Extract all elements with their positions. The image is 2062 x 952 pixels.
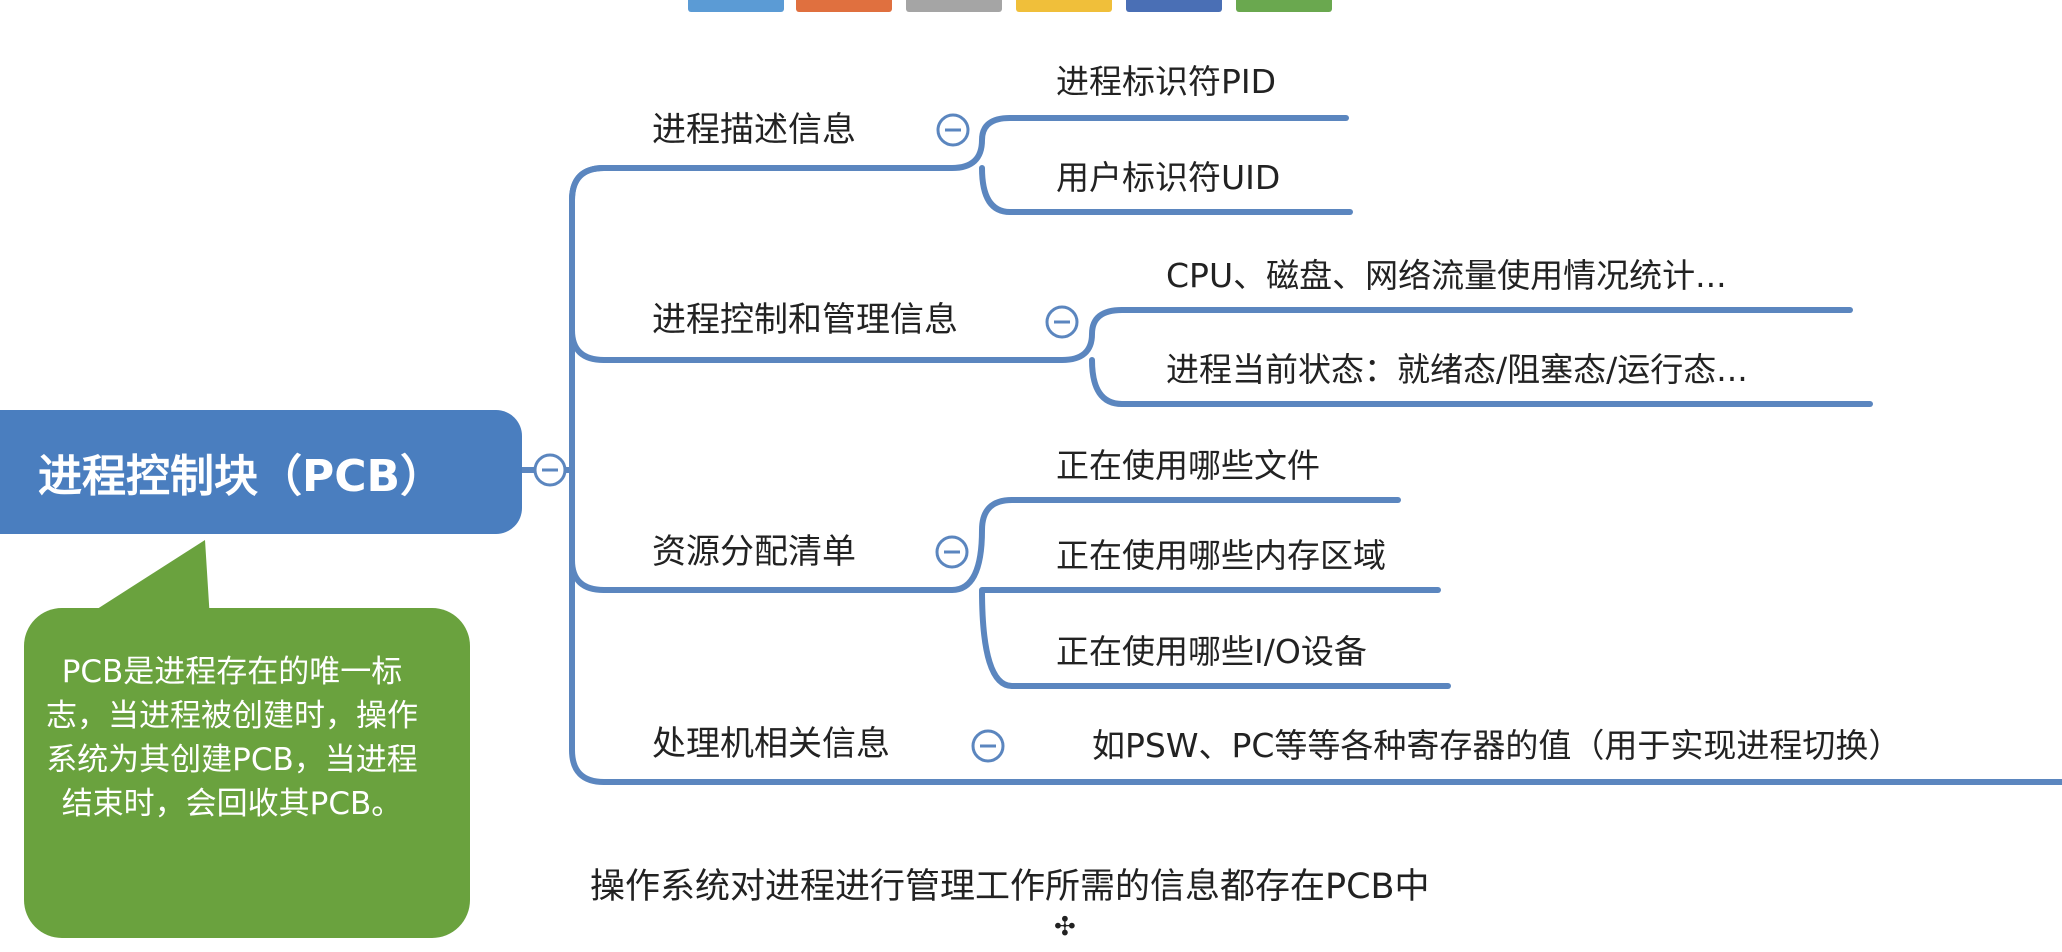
branch-label[interactable]: 进程控制和管理信息	[652, 300, 958, 340]
collapse-toggle-root[interactable]	[533, 453, 567, 487]
child-label[interactable]: 如PSW、PC等等各种寄存器的值（用于实现进程切换）	[1092, 726, 1902, 765]
child-label[interactable]: 正在使用哪些文件	[1056, 446, 1320, 485]
palette-swatch-4	[1016, 0, 1112, 12]
cursor-icon: ✣	[1054, 912, 1076, 942]
root-spine	[567, 165, 607, 785]
branch-label[interactable]: 处理机相关信息	[652, 724, 890, 764]
child-label[interactable]: 进程当前状态：就绪态/阻塞态/运行态...	[1166, 350, 1748, 389]
child-label[interactable]: 进程标识符PID	[1056, 62, 1277, 101]
collapse-toggle-branch-4[interactable]	[971, 729, 1005, 763]
child-label[interactable]: CPU、磁盘、网络流量使用情况统计...	[1166, 256, 1727, 295]
child-label[interactable]: 正在使用哪些I/O设备	[1056, 632, 1367, 671]
palette-swatch-6	[1236, 0, 1332, 12]
summary-text: 操作系统对进程进行管理工作所需的信息都存在PCB中	[590, 867, 1430, 907]
spine-join	[569, 165, 607, 203]
branch-label[interactable]: 进程描述信息	[652, 110, 856, 150]
callout-bubble	[24, 540, 470, 938]
child-connector	[919, 115, 1013, 215]
child-label[interactable]: 用户标识符UID	[1056, 158, 1281, 197]
child-connector	[1031, 307, 1125, 407]
collapse-toggle-branch-3[interactable]	[935, 535, 969, 569]
branch-label[interactable]: 资源分配清单	[652, 532, 856, 572]
palette-swatch-5	[1126, 0, 1222, 12]
root-node[interactable]: 进程控制块（PCB）	[0, 410, 522, 534]
collapse-toggle-branch-2[interactable]	[1045, 305, 1079, 339]
palette-swatch-1	[688, 0, 784, 12]
callout-text: PCB是进程存在的唯一标志，当进程被创建时，操作系统为其创建PCB，当进程结束时…	[46, 654, 418, 822]
child-label[interactable]: 正在使用哪些内存区域	[1056, 536, 1386, 575]
root-label: 进程控制块（PCB）	[38, 451, 445, 502]
palette-swatch-3	[906, 0, 1002, 12]
collapse-toggle-branch-1[interactable]	[936, 113, 970, 147]
palette-swatch-2	[796, 0, 892, 12]
child-connector	[919, 497, 1015, 689]
